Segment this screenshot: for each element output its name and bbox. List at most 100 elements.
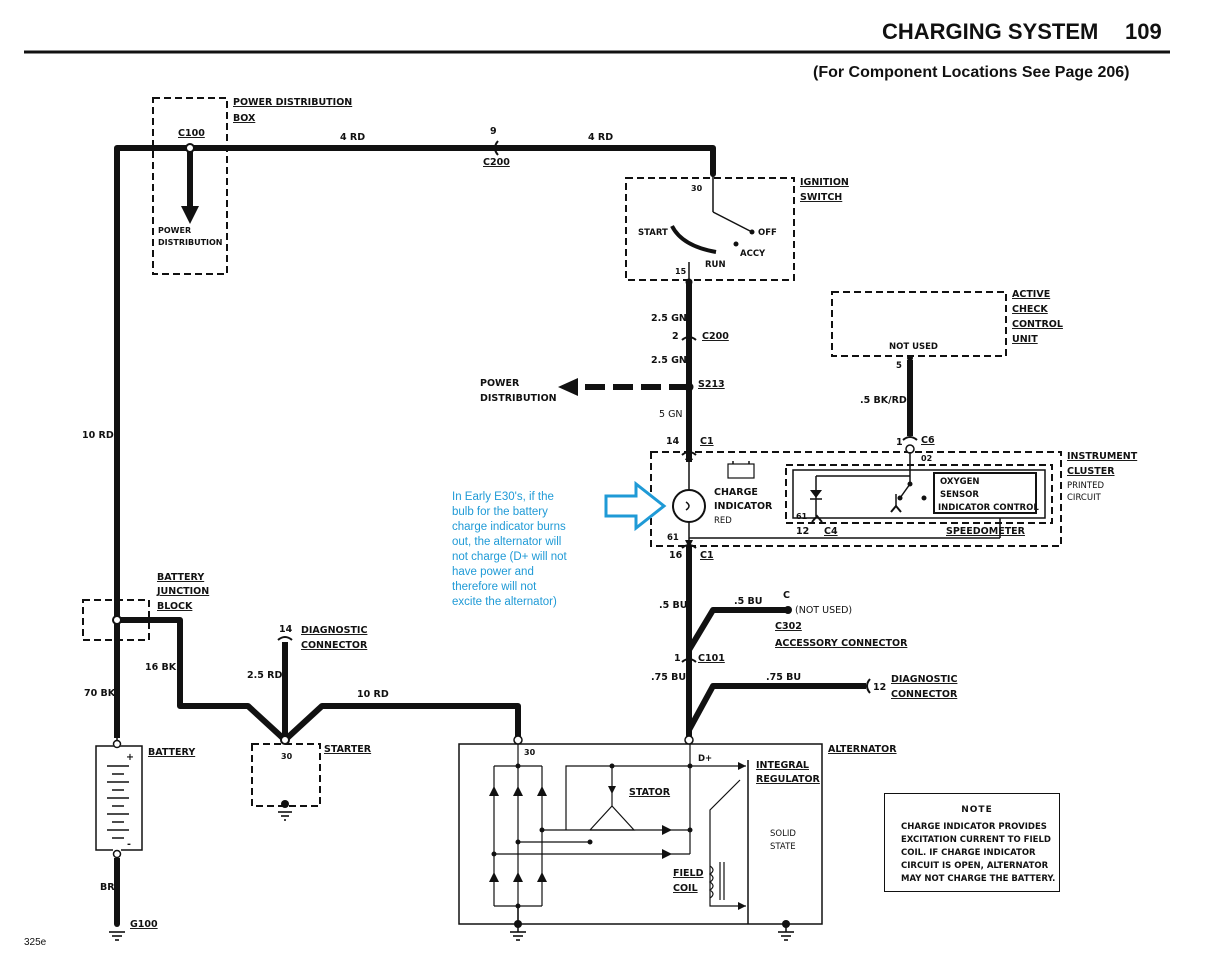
- annotation-line: have power and: [452, 566, 534, 578]
- wire-05bkrd: .5 BK/RD: [860, 395, 907, 406]
- ocu-switch-dot: [907, 481, 913, 487]
- annotation-line: out, the alternator will: [452, 536, 562, 548]
- diode-icon: [489, 786, 499, 796]
- speedometer-label: SPEEDOMETER: [946, 526, 1026, 537]
- battery-plus: +: [126, 752, 134, 763]
- ocu-switch-dot: [897, 495, 903, 501]
- note-box: NOTE CHARGE INDICATOR PROVIDES EXCITATIO…: [884, 793, 1060, 892]
- c200-mid-label: C200: [702, 331, 729, 342]
- page-title: CHARGING SYSTEM: [882, 19, 1098, 45]
- acc-label-3: CONTROL: [1012, 319, 1063, 330]
- starter-ground-dot: [281, 800, 289, 808]
- bjb-label-1: BATTERY: [157, 572, 204, 583]
- c302-desc: ACCESSORY CONNECTOR: [775, 638, 908, 649]
- ign-label-1: IGNITION: [800, 177, 849, 188]
- c1-top-pin: 14: [666, 436, 680, 447]
- charge-ind-1: CHARGE: [714, 487, 758, 498]
- diode-icon: [537, 872, 547, 882]
- node-dot: [687, 763, 693, 769]
- node-dot: [515, 839, 521, 845]
- wire-5gn: 5 GN: [659, 409, 683, 420]
- s213-splice-dot: [684, 382, 694, 392]
- page-subtitle-text: (For Component Locations See Page 206): [813, 64, 1130, 81]
- ign-pin15-dot: [685, 278, 693, 286]
- ignition-switch-box: [625, 177, 795, 281]
- alternator-body: [458, 743, 823, 932]
- ign-off: OFF: [758, 228, 777, 238]
- junction-node: [112, 615, 122, 625]
- wire-4rd-top: [114, 145, 716, 924]
- c6-pin: 1: [896, 437, 903, 448]
- wires: [114, 145, 913, 924]
- figure-id: 325e: [24, 937, 47, 948]
- wire-05bu-main: .5 BU: [659, 600, 687, 611]
- annotation-text: In Early E30's, if the bulb for the batt…: [452, 490, 592, 610]
- arrow-icon: [738, 762, 746, 770]
- c200-mid-connector-icon: [681, 336, 697, 341]
- annotation-line: not charge (D+ will not: [452, 551, 567, 563]
- labels: POWER DISTRIBUTION BOX C100 POWER DISTRI…: [24, 97, 1138, 948]
- page-number-text: 109: [1125, 19, 1162, 44]
- ign-label-2: SWITCH: [800, 192, 842, 203]
- active-check-control-box: [831, 291, 1007, 357]
- cluster-internals: [688, 452, 1001, 545]
- annotation-line: excite the alternator): [452, 596, 557, 608]
- speedometer-box: [785, 464, 1053, 524]
- alt-solid-1: SOLID: [770, 829, 796, 839]
- page-subtitle: (For Component Locations See Page 206): [813, 64, 1130, 82]
- wire-4rd-left: 4 RD: [340, 132, 365, 143]
- pdb-label-2: BOX: [233, 113, 256, 124]
- diag-left-pin: 14: [279, 624, 293, 635]
- ic-label-4: CIRCUIT: [1067, 493, 1102, 503]
- c1-bottom-pin: 16: [669, 550, 683, 561]
- c302-pin: C: [783, 590, 790, 601]
- wire-25gn-lower: 2.5 GN: [651, 355, 687, 366]
- ic-label-1: INSTRUMENT: [1067, 451, 1138, 462]
- ground-icon: [510, 931, 526, 941]
- alt-pin-dplus: D+: [698, 754, 712, 764]
- speedometer-inner-box: [792, 469, 1046, 519]
- node-dot: [609, 763, 615, 769]
- acc-not-used: NOT USED: [889, 342, 938, 352]
- arrow-up-icon: [685, 452, 693, 460]
- wire-16bk: [117, 617, 521, 743]
- wire-10rd-bottom: 10 RD: [357, 689, 389, 700]
- pdb-label-1: POWER DISTRIBUTION: [233, 97, 352, 108]
- alt-dplus-terminal: [684, 735, 694, 745]
- c4-pin: 12: [796, 526, 809, 537]
- wire-br: BR: [100, 882, 115, 893]
- pdb-inner-1: POWER: [158, 226, 191, 235]
- diag-right-connector-icon: [866, 678, 871, 694]
- note-title: NOTE: [961, 805, 993, 815]
- oxygen-sensor-box: [933, 472, 1037, 514]
- diode-icon: [513, 872, 523, 882]
- wire-05bu-branch: .5 BU: [734, 596, 762, 607]
- alt-field-wire: [709, 854, 746, 907]
- s213-label: S213: [698, 379, 725, 390]
- battery-symbol-icon: [727, 463, 755, 479]
- battery-minus: -: [127, 839, 131, 850]
- alt-reg-2: REGULATOR: [756, 774, 821, 785]
- diode-icon: [513, 786, 523, 796]
- alt-stator: STATOR: [629, 787, 671, 798]
- pin-61-speedo: 61: [796, 512, 808, 521]
- battery-cells: [107, 765, 129, 839]
- c4-connector-icon: [811, 514, 823, 523]
- alt-reg-field: [709, 779, 741, 854]
- wire-075bu-branch: [686, 683, 866, 732]
- power-distribution-box: [152, 97, 228, 275]
- c302-terminal: [784, 606, 792, 614]
- diag-left-1: DIAGNOSTIC: [301, 625, 367, 636]
- page-title-text: CHARGING SYSTEM: [882, 19, 1099, 44]
- node-dot: [515, 763, 521, 769]
- ocu-connector-icon: [890, 504, 902, 513]
- ign-start: START: [638, 228, 668, 238]
- cluster-diode-icon: [810, 490, 822, 498]
- c302-not-used: (NOT USED): [795, 605, 852, 616]
- diag-right-2: CONNECTOR: [891, 689, 958, 700]
- charge-ind-3: RED: [714, 516, 732, 526]
- diode-icon: [537, 786, 547, 796]
- annotation-line: therefore will not: [452, 581, 537, 593]
- c100-label: C100: [178, 128, 205, 139]
- alt-stator-delta: [589, 805, 636, 831]
